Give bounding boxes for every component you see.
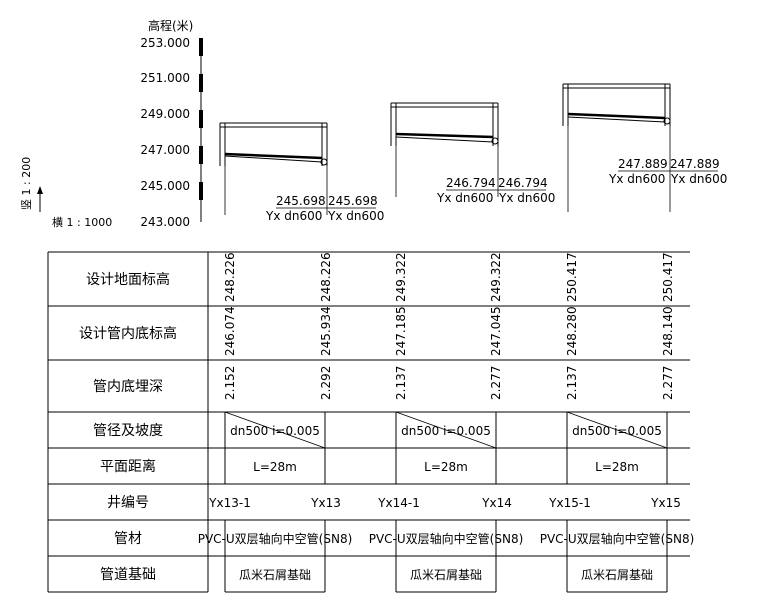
diameter-slope-text: dn500 i=0.005	[230, 424, 320, 438]
profile-segment-1: 245.698 245.698 Yx dn600 Yx dn600	[219, 122, 384, 223]
scale-bar-segment	[199, 146, 203, 164]
ground-elevation-value: 249.322	[394, 252, 408, 302]
ground-elevation-value: 250.417	[661, 252, 675, 302]
ground-elevation-value: 249.322	[489, 252, 503, 302]
segment-cells-2: dn500 i=0.005 L=28m Yx14-1 Yx14 PVC-U双层轴…	[369, 411, 524, 593]
elevation-label: 247.889	[670, 157, 720, 171]
elevation-label: 245.698	[276, 194, 326, 208]
elevation-axis: 高程(米) 253.000 251.000 249.000 247.000 24…	[20, 18, 203, 229]
row-header: 管材	[114, 531, 142, 547]
scale-bar-segment	[199, 38, 203, 56]
pipe-spec-label: Yx dn600	[608, 172, 665, 186]
foundation-text: 瓜米石屑基础	[410, 568, 482, 582]
well-end-label: Yx14	[481, 496, 512, 510]
profile-segment-2: 246.794 246.794 Yx dn600 Yx dn600	[390, 102, 555, 205]
pipe-invert-line	[224, 152, 323, 160]
invert-depth-value: 2.277	[489, 366, 503, 400]
pipe-spec-label: Yx dn600	[265, 209, 322, 223]
row-header: 管径及坡度	[93, 423, 163, 439]
pipe-end-circle	[491, 137, 499, 145]
invert-depth-value: 2.277	[661, 366, 675, 400]
row-header: 设计管内底标高	[79, 325, 177, 342]
horizontal-scale-label: 横 1 : 1000	[52, 215, 112, 229]
invert-elevation-value: 248.280	[565, 306, 579, 356]
row-header: 平面距离	[100, 458, 156, 475]
elevation-label: 245.698	[328, 194, 378, 208]
pipe-line	[567, 116, 666, 123]
ground-elevation-value: 248.226	[223, 252, 237, 302]
distance-text: L=28m	[595, 460, 639, 474]
elevation-label: 246.794	[446, 176, 496, 190]
vertical-scale-label: 竖 1 : 200	[20, 157, 33, 210]
elevation-tick-label: 245.000	[140, 179, 190, 193]
elevation-label: 246.794	[498, 176, 548, 190]
well-end-label: Yx13	[310, 496, 341, 510]
row-header: 管内底埋深	[93, 379, 163, 395]
scale-bar-segment	[199, 182, 203, 200]
distance-text: L=28m	[253, 460, 297, 474]
well-start-label: Yx14-1	[377, 496, 420, 510]
foundation-text: 瓜米石屑基础	[581, 568, 653, 582]
pipe-spec-label: Yx dn600	[498, 191, 555, 205]
invert-depth-value: 2.137	[394, 366, 408, 400]
row-header: 设计地面标高	[86, 271, 170, 288]
scale-arrow-head	[37, 186, 43, 194]
elevation-label: 247.889	[618, 157, 668, 171]
material-text: PVC-U双层轴向中空管(SN8)	[198, 531, 353, 546]
well-start-label: Yx15-1	[548, 496, 591, 510]
invert-elevation-value: 247.185	[394, 306, 408, 356]
invert-depth-value: 2.152	[223, 366, 237, 400]
slope-diagonal	[566, 411, 668, 449]
segment-cells-1: dn500 i=0.005 L=28m Yx13-1 Yx13 PVC-U双层轴…	[198, 411, 353, 593]
pipe-line	[224, 155, 323, 163]
elevation-tick-label: 249.000	[140, 107, 190, 121]
well-end-label: Yx15	[650, 496, 681, 510]
ground-elevation-value: 250.417	[565, 252, 579, 302]
scale-bar-segment	[199, 110, 203, 128]
pipe-invert-line	[395, 132, 494, 139]
ground-elevation-value: 248.226	[319, 252, 333, 302]
elevation-tick-label: 247.000	[140, 143, 190, 157]
elevation-tick-label: 253.000	[140, 36, 190, 50]
material-text: PVC-U双层轴向中空管(SN8)	[540, 531, 695, 546]
pipe-spec-label: Yx dn600	[327, 209, 384, 223]
well-start-label: Yx13-1	[208, 496, 251, 510]
invert-elevation-value: 247.045	[489, 306, 503, 356]
row-header: 管道基础	[100, 566, 156, 583]
elevation-tick-label: 243.000	[140, 215, 190, 229]
pipe-end-circle	[320, 158, 328, 166]
elevation-tick-label: 251.000	[140, 71, 190, 85]
pipe-end-circle	[663, 117, 671, 125]
slope-diagonal	[224, 411, 326, 449]
invert-elevation-value: 246.074	[223, 306, 237, 356]
pipe-spec-label: Yx dn600	[670, 172, 727, 186]
diameter-slope-text: dn500 i=0.005	[401, 424, 491, 438]
material-text: PVC-U双层轴向中空管(SN8)	[369, 531, 524, 546]
slope-diagonal	[395, 411, 497, 449]
row-header: 井编号	[107, 495, 149, 511]
invert-depth-value: 2.137	[565, 366, 579, 400]
elevation-axis-title: 高程(米)	[148, 18, 193, 33]
segment-cells-3: dn500 i=0.005 L=28m Yx15-1 Yx15 PVC-U双层轴…	[540, 411, 695, 593]
pipe-spec-label: Yx dn600	[436, 191, 493, 205]
invert-elevation-value: 245.934	[319, 306, 333, 356]
pipe-line	[395, 136, 494, 143]
scale-bar-segment	[199, 74, 203, 92]
pipe-invert-line	[567, 112, 666, 120]
foundation-text: 瓜米石屑基础	[239, 568, 311, 582]
invert-depth-value: 2.292	[319, 366, 333, 400]
profile-segment-3: 247.889 247.889 Yx dn600 Yx dn600	[562, 83, 727, 212]
distance-text: L=28m	[424, 460, 468, 474]
diameter-slope-text: dn500 i=0.005	[572, 424, 662, 438]
invert-elevation-value: 248.140	[661, 306, 675, 356]
profile-data-table: 设计地面标高 设计管内底标高 管内底埋深 管径及坡度 平面距离 井编号 管材 管…	[47, 251, 695, 593]
